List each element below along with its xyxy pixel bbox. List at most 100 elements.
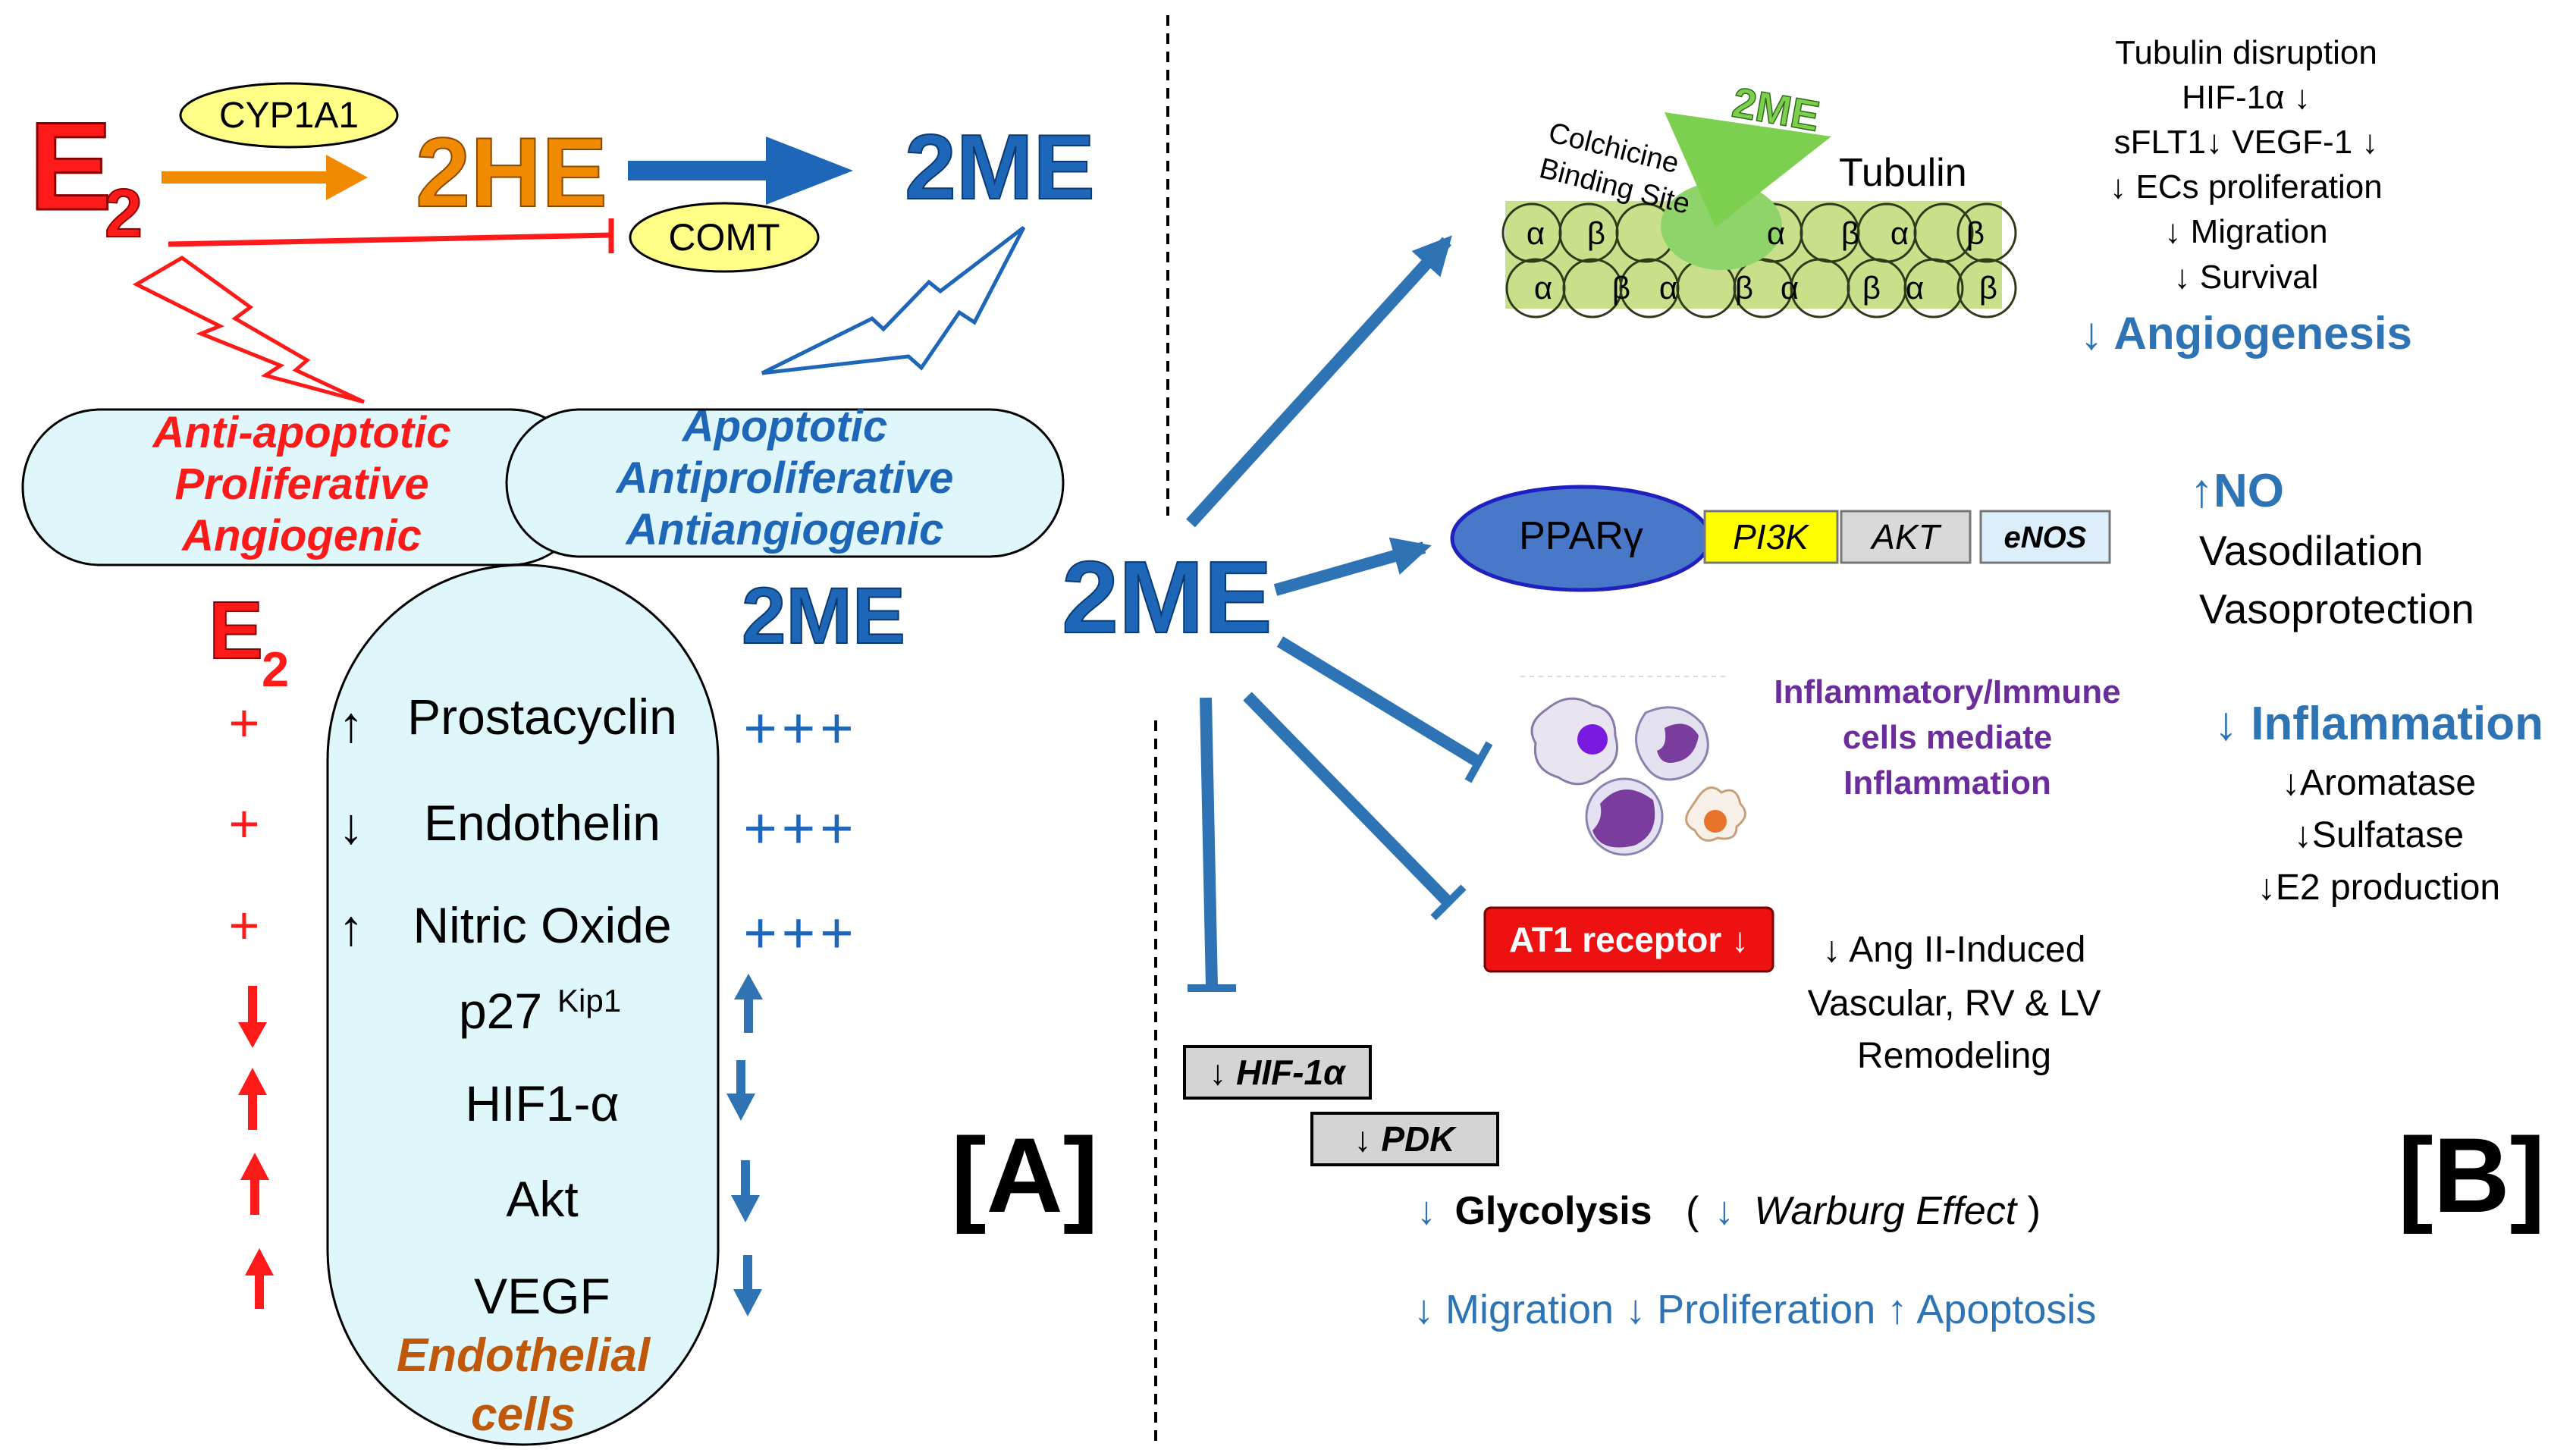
hif1a-label: ↓ HIF-1α (1209, 1053, 1347, 1092)
endothelial-cells-label-2: cells (471, 1389, 576, 1441)
panel-b-tag: [B] (2398, 1116, 2545, 1235)
inhibit-at1-line (1243, 692, 1453, 907)
row-label: p27 (459, 983, 542, 1039)
row-prostacyclin: + ↑ Prostacyclin +++ (229, 689, 858, 761)
2me-effects-oval (505, 408, 1065, 558)
row-label-superscript: Kip1 (557, 983, 621, 1018)
at1-effect-1: ↓ Ang II-Induced (1823, 930, 2086, 970)
row-2me-marker: +++ (743, 696, 858, 761)
warburg-open-paren: ( (1686, 1189, 1699, 1233)
tubulin-effect-3: sFLT1↓ VEGF-1 ↓ (2114, 124, 2379, 161)
inhibit-at1-bar (1430, 884, 1467, 921)
colchicine-binding-site (1661, 182, 1782, 270)
tubulin-bottom-beta: β (1979, 270, 1997, 306)
row-e2-up-arrow (245, 1248, 274, 1309)
aromatase-effect: ↓Aromatase (2282, 763, 2476, 803)
e2-label: E (29, 96, 112, 236)
no-outcome: ↑NO (2190, 465, 2284, 517)
hif1a-box (1183, 1045, 1372, 1100)
angiogenesis-outcome: ↓ Angiogenesis (2080, 308, 2412, 359)
2me-effect-1: Apoptotic (681, 402, 888, 451)
enos-box (1979, 510, 2111, 564)
warburg-label: Warburg Effect (1754, 1189, 2018, 1233)
inflammation-outcome: ↓ Inflammation (2214, 698, 2543, 750)
mast-cell-nucleus-icon (1704, 810, 1727, 833)
tubulin-top-alpha: α (1767, 215, 1785, 251)
row-e2-marker: + (229, 896, 260, 955)
immune-label-2: cells mediate (1843, 719, 2052, 756)
row-2me-down-arrow (726, 1060, 755, 1121)
row-e2-up-arrow (240, 1153, 269, 1215)
tubulin-bottom-beta: β (1862, 270, 1881, 306)
warburg-close-paren: ) (2028, 1189, 2041, 1233)
2me-top-label: 2ME (905, 115, 1095, 218)
tubulin-top-alpha: α (1527, 215, 1545, 251)
2me-column-header: 2ME (742, 572, 905, 661)
final-outcome-line: ↓ Migration ↓ Proliferation ↑ Apoptosis (1414, 1287, 2096, 1332)
glycolysis-down-arrow: ↓ (1417, 1189, 1436, 1233)
tubulin-effect-6: ↓ Survival (2174, 259, 2319, 296)
row-inner-arrow: ↓ (339, 798, 364, 854)
sulfatase-effect: ↓Sulfatase (2294, 815, 2464, 855)
row-label: VEGF (474, 1268, 610, 1324)
tubulin-structure: α β α β α β α β α β α β α β 2ME Colchici… (1501, 77, 2017, 318)
2me-center-label: 2ME (1062, 540, 1272, 654)
row-2me-marker: +++ (743, 796, 858, 861)
2me-ligand-triangle (1665, 112, 1831, 228)
at1-receptor-label: AT1 receptor ↓ (1509, 920, 1749, 959)
row-label: Akt (506, 1171, 578, 1227)
glycolysis-line: ↓ Glycolysis ( ↓ Warburg Effect ) (1417, 1189, 2041, 1233)
row-e2-marker: + (229, 693, 260, 752)
comt-enzyme (629, 202, 820, 273)
pdk-box (1310, 1112, 1499, 1166)
tubulin-effect-4: ↓ ECs proliferation (2110, 168, 2382, 206)
e2-subscript: 2 (105, 176, 143, 252)
row-nitric-oxide: + ↑ Nitric Oxide +++ (229, 896, 854, 965)
vasoprotection-label: Vasoprotection (2199, 585, 2474, 632)
row-label: Prostacyclin (407, 689, 677, 745)
e2-effect-2: Proliferative (174, 460, 428, 509)
tubulin-top-alpha: α (1891, 215, 1909, 251)
macrophage-nucleus-icon (1577, 724, 1608, 755)
row-label: HIF1-α (465, 1075, 619, 1131)
inhibit-immune-bar (1464, 741, 1493, 783)
akt-box (1840, 510, 1972, 564)
cyp1a1-enzyme (179, 82, 399, 149)
akt-label: AKT (1869, 517, 1941, 557)
tubulin-bottom-alpha: α (1781, 270, 1799, 306)
row-label: Endothelin (424, 795, 660, 851)
immune-label-1: Inflammatory/Immune (1774, 673, 2120, 711)
row-2me-down-arrow (731, 1160, 760, 1222)
tubulin-effect-5: ↓ Migration (2164, 213, 2327, 250)
row-label: Nitric Oxide (413, 897, 671, 953)
pparg-label: PPARγ (1519, 514, 1643, 558)
cyp1a1-label: CYP1A1 (219, 96, 359, 136)
immune-cells-image (1520, 676, 1746, 856)
e2-production-effect: ↓E2 production (2258, 868, 2500, 908)
pi3k-label: PI3K (1733, 517, 1810, 557)
warburg-down-arrow: ↓ (1715, 1189, 1734, 1233)
e2-effect-3: Angiogenic (180, 511, 422, 560)
tubulin-top-beta: β (1966, 215, 1985, 251)
at1-effect-3: Remodeling (1857, 1036, 2051, 1076)
endothelial-cells-label-1: Endothelial (397, 1329, 651, 1382)
red-lightning-icon (132, 256, 366, 404)
neutrophil-nucleus-icon (1657, 723, 1699, 763)
e2-effect-1: Anti-apoptotic (151, 408, 450, 457)
pi3k-box (1703, 510, 1839, 564)
e2-column-subscript: 2 (262, 642, 289, 697)
tubulin-effect-1: Tubulin disruption (2115, 34, 2377, 71)
row-inner-arrow: ↑ (339, 696, 364, 752)
row-p27: p27 Kip1 (238, 974, 763, 1048)
tubulin-top-beta: β (1587, 215, 1605, 251)
2he-to-2me-arrow (628, 136, 853, 205)
immune-label-3: Inflammation (1843, 764, 2051, 802)
pdk-label: ↓ PDK (1354, 1119, 1457, 1159)
row-akt: Akt (240, 1153, 760, 1227)
tubulin-bottom-alpha: α (1906, 270, 1924, 306)
tubulin-bottom-beta: β (1612, 270, 1630, 306)
tubulin-bottom-alpha: α (1659, 270, 1677, 306)
row-e2-marker: + (229, 794, 260, 853)
e2-to-2he-arrow (162, 155, 368, 200)
